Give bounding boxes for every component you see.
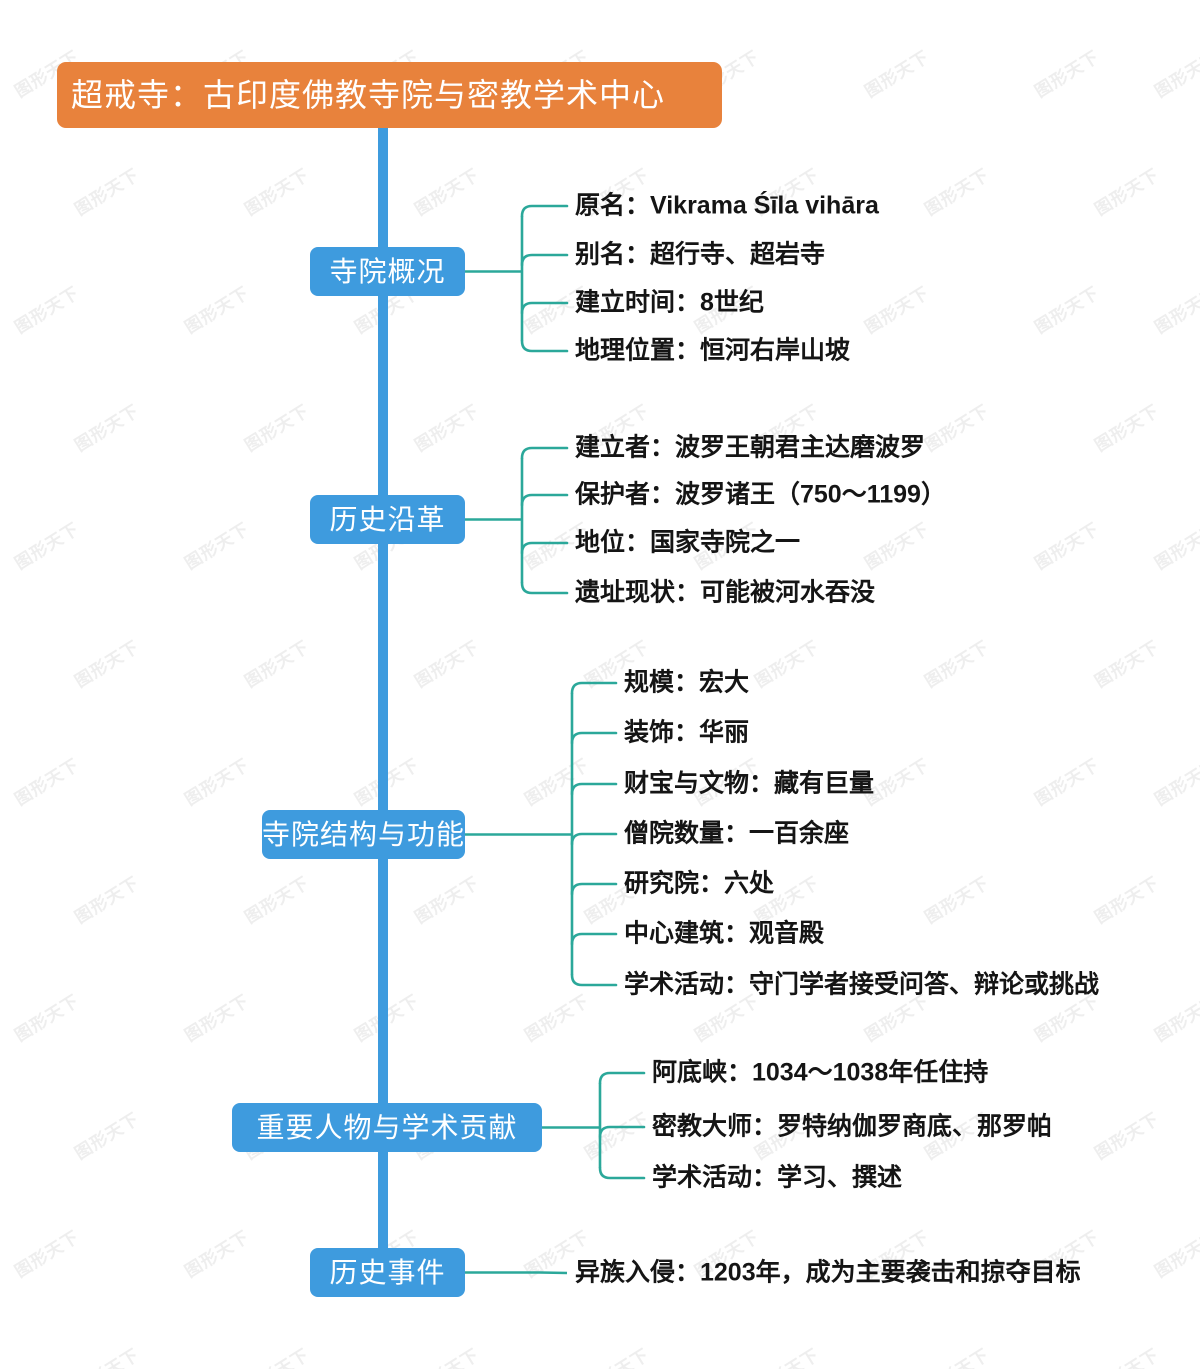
leaf-connector-line <box>570 882 618 896</box>
leaf-item: 原名：Vikrama Śīla vihāra <box>575 191 879 220</box>
leaf-connector-line <box>539 1271 568 1275</box>
leaf-connector-line <box>520 493 569 507</box>
branch-node-label: 寺院概况 <box>329 255 446 287</box>
leaf-connector-line <box>570 681 618 695</box>
branch-node-label: 重要人物与学术贡献 <box>256 1111 518 1143</box>
leaf-item: 保护者：波罗诸王（750～1199） <box>575 480 946 509</box>
branch-node-label: 寺院结构与功能 <box>262 818 466 850</box>
leaf-item: 别名：超行寺、超岩寺 <box>575 240 826 269</box>
leaf-connector-line <box>570 832 618 846</box>
leaf-connector-line <box>520 301 569 315</box>
leaf-item: 建立者：波罗王朝君主达磨波罗 <box>575 433 926 462</box>
leaf-item: 僧院数量：一百余座 <box>624 819 850 848</box>
branch-node-label: 历史事件 <box>329 1256 446 1288</box>
branch-node-3[interactable]: 寺院结构与功能 <box>262 810 465 859</box>
mindmap-title-label: 超戒寺：古印度佛教寺院与密教学术中心 <box>71 77 666 113</box>
leaf-connector-line <box>520 253 569 267</box>
leaf-item: 中心建筑：观音殿 <box>624 919 825 948</box>
leaf-connector-line <box>570 731 618 745</box>
leaf-connector-line <box>570 782 618 796</box>
leaf-connector-line <box>520 541 569 555</box>
mindmap-title: 超戒寺：古印度佛教寺院与密教学术中心 <box>57 62 722 128</box>
leaf-item: 地位：国家寺院之一 <box>575 528 801 557</box>
branch-node-2[interactable]: 历史沿革 <box>310 495 465 544</box>
leaf-connector-line <box>598 1071 646 1085</box>
leaf-connector-line <box>520 339 569 353</box>
leaf-item: 学术活动：守门学者接受问答、辩论或挑战 <box>624 970 1100 999</box>
branch-node-label: 历史沿革 <box>329 503 446 535</box>
leaf-item: 地理位置：恒河右岸山坡 <box>575 336 851 365</box>
leaf-connector-line <box>598 1125 646 1139</box>
leaf-connector-line <box>520 204 569 218</box>
leaf-item: 异族入侵：1203年，成为主要袭击和掠夺目标 <box>575 1258 1081 1287</box>
leaf-item: 规模：宏大 <box>624 668 750 697</box>
leaf-item: 建立时间：8世纪 <box>575 288 764 317</box>
leaf-item: 阿底峡：1034～1038年任住持 <box>652 1058 989 1087</box>
branch-node-1[interactable]: 寺院概况 <box>310 247 465 296</box>
leaf-connector-line <box>520 446 569 460</box>
leaf-connector-line <box>570 932 618 946</box>
leaf-connector-line <box>520 581 569 595</box>
branch-node-4[interactable]: 重要人物与学术贡献 <box>232 1103 542 1152</box>
leaf-connector-line <box>598 1166 646 1180</box>
leaf-item: 研究院：六处 <box>624 869 775 898</box>
leaf-item: 密教大师：罗特纳伽罗商底、那罗帕 <box>652 1112 1053 1141</box>
leaf-item: 财宝与文物：藏有巨量 <box>624 769 875 798</box>
branch-node-5[interactable]: 历史事件 <box>310 1248 465 1297</box>
leaf-item: 学术活动：学习、撰述 <box>652 1163 903 1192</box>
leaf-item: 装饰：华丽 <box>624 718 750 747</box>
leaf-item: 遗址现状：可能被河水吞没 <box>575 578 876 607</box>
trunk-line <box>378 128 388 1248</box>
leaf-connector-line <box>570 973 618 987</box>
